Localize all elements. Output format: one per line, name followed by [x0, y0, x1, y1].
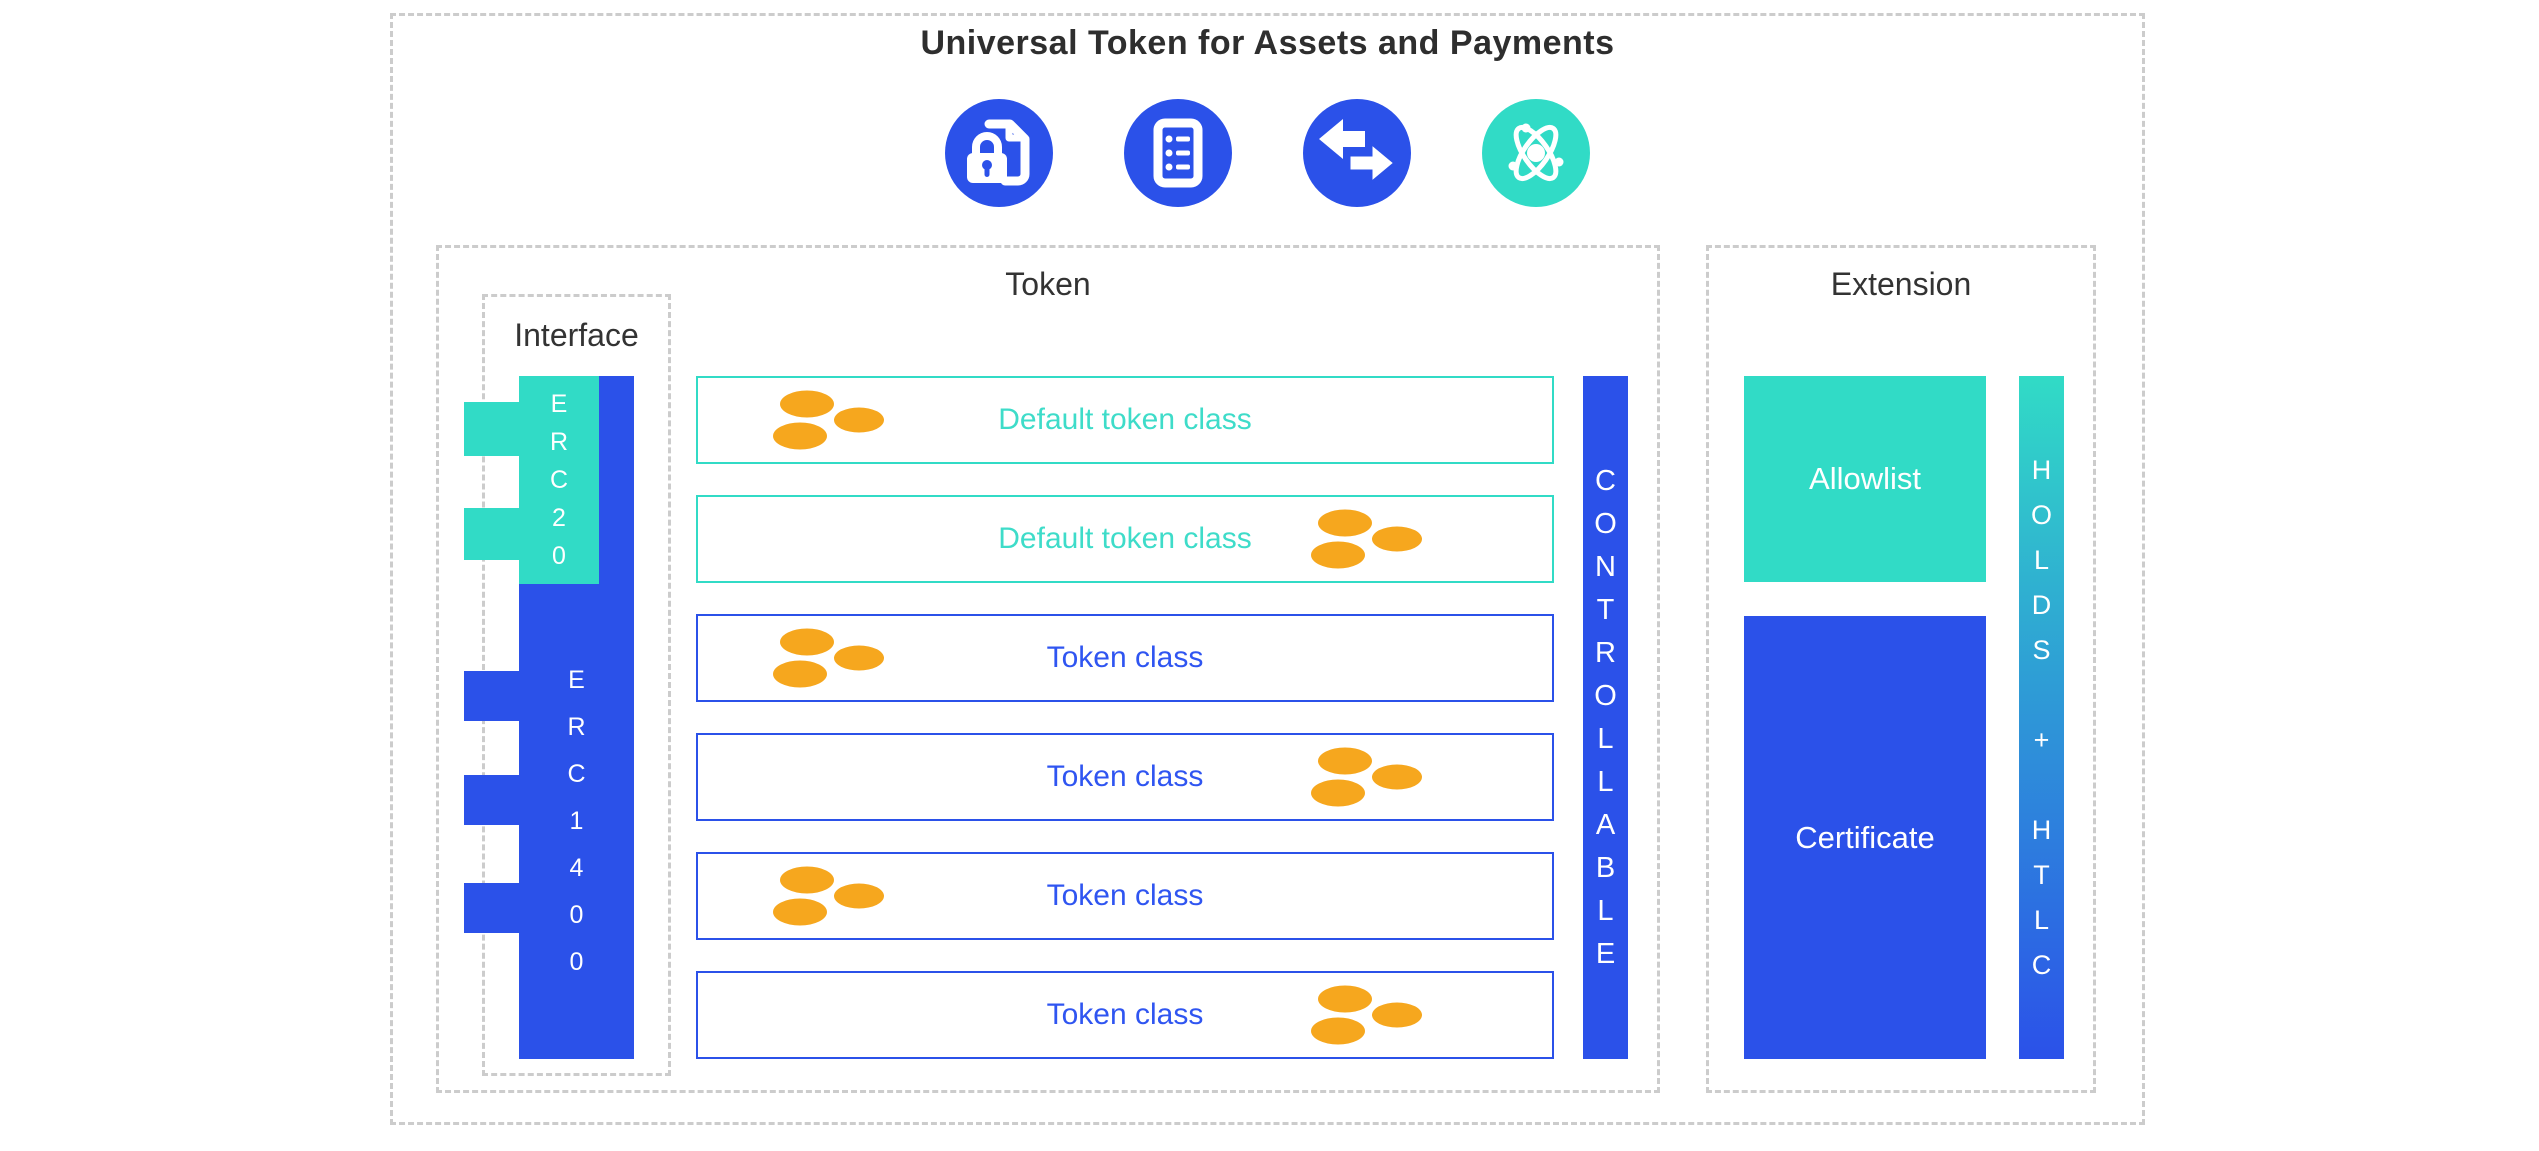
- vertical-letter: 4: [569, 854, 584, 882]
- vertical-letter: 0: [552, 542, 566, 570]
- ledger-list-icon: [1124, 99, 1232, 207]
- coins-icon: [1311, 509, 1422, 569]
- erc1400-connector-tab: [464, 775, 519, 825]
- vertical-letter: D: [2031, 589, 2052, 620]
- token-row-label: Default token class: [998, 403, 1252, 436]
- vertical-letter: O: [2030, 499, 2052, 530]
- vertical-letter: [2038, 673, 2046, 718]
- token-row-label: Token class: [1046, 879, 1204, 912]
- vertical-letter: R: [1595, 636, 1616, 669]
- extension-group-label: Extension: [1830, 266, 1972, 302]
- coin-cluster-svg: [1311, 985, 1422, 1045]
- vertical-letter: H: [2031, 814, 2052, 845]
- erc1400-connector-tab: [464, 671, 519, 721]
- erc1400-connector-tab: [464, 883, 519, 933]
- vertical-letter: L: [1597, 894, 1614, 927]
- vertical-letter: B: [1595, 851, 1616, 884]
- vertical-letter: R: [549, 428, 569, 456]
- vertical-letter: E: [1595, 937, 1616, 970]
- coins-icon: [1311, 985, 1422, 1045]
- coins-icon: [1311, 747, 1422, 807]
- vertical-letter: C: [549, 466, 569, 494]
- atom-icon: [1482, 99, 1590, 207]
- document-lock-icon-svg: [967, 119, 1030, 186]
- vertical-letter: 0: [569, 901, 584, 929]
- token-row-label: Token class: [1046, 641, 1204, 674]
- vertical-letter: 1: [569, 807, 584, 835]
- feature-icons-row: [393, 99, 2142, 207]
- page-title: Universal Token for Assets and Payments: [920, 24, 1615, 62]
- ledger-list-icon-svg: [1153, 118, 1203, 188]
- vertical-letter: L: [2033, 904, 2050, 935]
- vertical-letter: E: [550, 390, 568, 418]
- vertical-letter: C: [1595, 464, 1616, 497]
- coin-cluster-svg: [1311, 509, 1422, 569]
- certificate-label: Certificate: [1795, 819, 1935, 855]
- vertical-letter: N: [1595, 550, 1616, 583]
- erc20-connector-tab: [464, 508, 519, 560]
- erc20-connector-tab: [464, 402, 519, 456]
- vertical-letter: T: [1596, 593, 1615, 626]
- vertical-letter: L: [1597, 765, 1614, 798]
- certificate-block: Certificate: [1744, 616, 1986, 1059]
- token-row-6: Token class: [696, 971, 1554, 1059]
- erc20-block: [519, 376, 599, 584]
- coin-cluster-svg: [1311, 747, 1422, 807]
- vertical-letter: 2: [552, 504, 566, 532]
- allowlist-label: Allowlist: [1809, 461, 1921, 496]
- universal-token-group: Universal Token for Assets and Payments: [390, 13, 2145, 1125]
- vertical-letter: O: [1594, 507, 1617, 540]
- vertical-letter: S: [2032, 634, 2051, 665]
- coin-cluster-svg: [773, 390, 884, 450]
- coin-cluster-svg: [773, 628, 884, 688]
- token-row-3: Token class: [696, 614, 1554, 702]
- atom-icon-svg: [1508, 123, 1564, 182]
- coins-icon: [773, 628, 884, 688]
- vertical-letter: A: [1595, 808, 1616, 841]
- token-row-2: Default token class: [696, 495, 1554, 583]
- vertical-letter: [2038, 763, 2046, 808]
- token-group-label: Token: [1005, 266, 1091, 302]
- vertical-letter: R: [567, 713, 586, 741]
- token-rows: Default token class Default token class …: [696, 376, 1554, 1090]
- interface-group-label: Interface: [514, 317, 639, 353]
- vertical-letter: C: [567, 760, 586, 788]
- token-row-4: Token class: [696, 733, 1554, 821]
- coins-icon: [773, 390, 884, 450]
- coins-icon: [773, 866, 884, 926]
- vertical-letter: T: [2033, 859, 2050, 890]
- token-row-label: Default token class: [998, 522, 1252, 555]
- token-row-label: Token class: [1046, 760, 1204, 793]
- vertical-letter: E: [568, 666, 585, 694]
- coin-cluster-svg: [773, 866, 884, 926]
- vertical-letter: H: [2031, 454, 2052, 485]
- token-row-label: Token class: [1046, 998, 1204, 1031]
- token-row-1: Default token class: [696, 376, 1554, 464]
- vertical-letter: L: [2033, 544, 2050, 575]
- vertical-letter: +: [2033, 724, 2050, 755]
- vertical-letter: C: [2031, 949, 2052, 980]
- vertical-letter: L: [1597, 722, 1614, 755]
- swap-arrows-icon-svg: [1319, 119, 1398, 187]
- document-lock-icon: [945, 99, 1053, 207]
- allowlist-block: Allowlist: [1744, 376, 1986, 582]
- vertical-letter: 0: [569, 948, 584, 976]
- token-row-5: Token class: [696, 852, 1554, 940]
- vertical-letter: O: [1594, 679, 1617, 712]
- swap-arrows-icon: [1303, 99, 1411, 207]
